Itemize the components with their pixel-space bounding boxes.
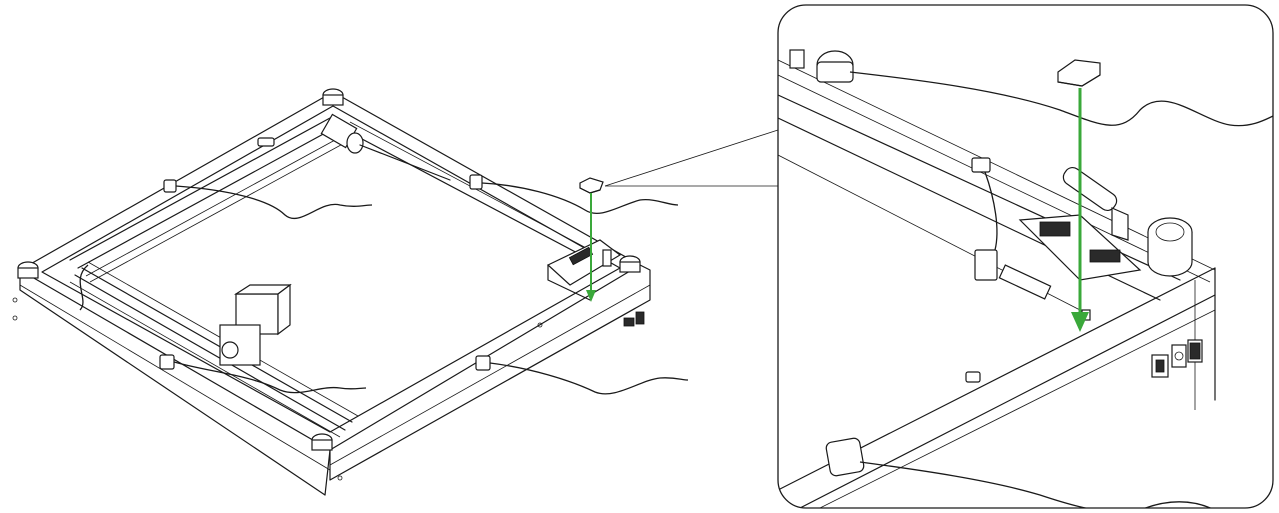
laser-module — [219, 283, 292, 366]
sensor-block-icon — [579, 177, 604, 194]
rear-ports — [623, 311, 645, 327]
cable-clips — [159, 137, 491, 371]
y-axis-rail-right — [344, 121, 606, 266]
frame-inner-outline — [41, 105, 621, 433]
frame-edge-line-2 — [329, 284, 651, 466]
frame-corner-feet — [17, 88, 641, 451]
control-board — [546, 239, 622, 301]
frame-front-left-face — [19, 269, 331, 496]
zoom-callout-lines — [604, 129, 779, 187]
engraver-frame-illustration — [12, 88, 689, 496]
frame-screws — [12, 297, 543, 481]
frame-edge-line — [19, 284, 331, 471]
frame-outline — [19, 91, 641, 451]
x-axis-gantry — [69, 261, 359, 438]
inset-sensor-block — [1057, 59, 1101, 87]
stepper-motor-top — [320, 113, 451, 181]
sensor-cables — [79, 182, 689, 395]
down-arrow-icon — [586, 193, 596, 302]
inset-frame — [777, 4, 1274, 509]
inset-down-arrow-icon — [1071, 88, 1089, 332]
zoom-detail-illustration — [777, 4, 1274, 509]
y-axis-rail — [69, 117, 351, 283]
frame-front-right-face — [329, 264, 651, 481]
